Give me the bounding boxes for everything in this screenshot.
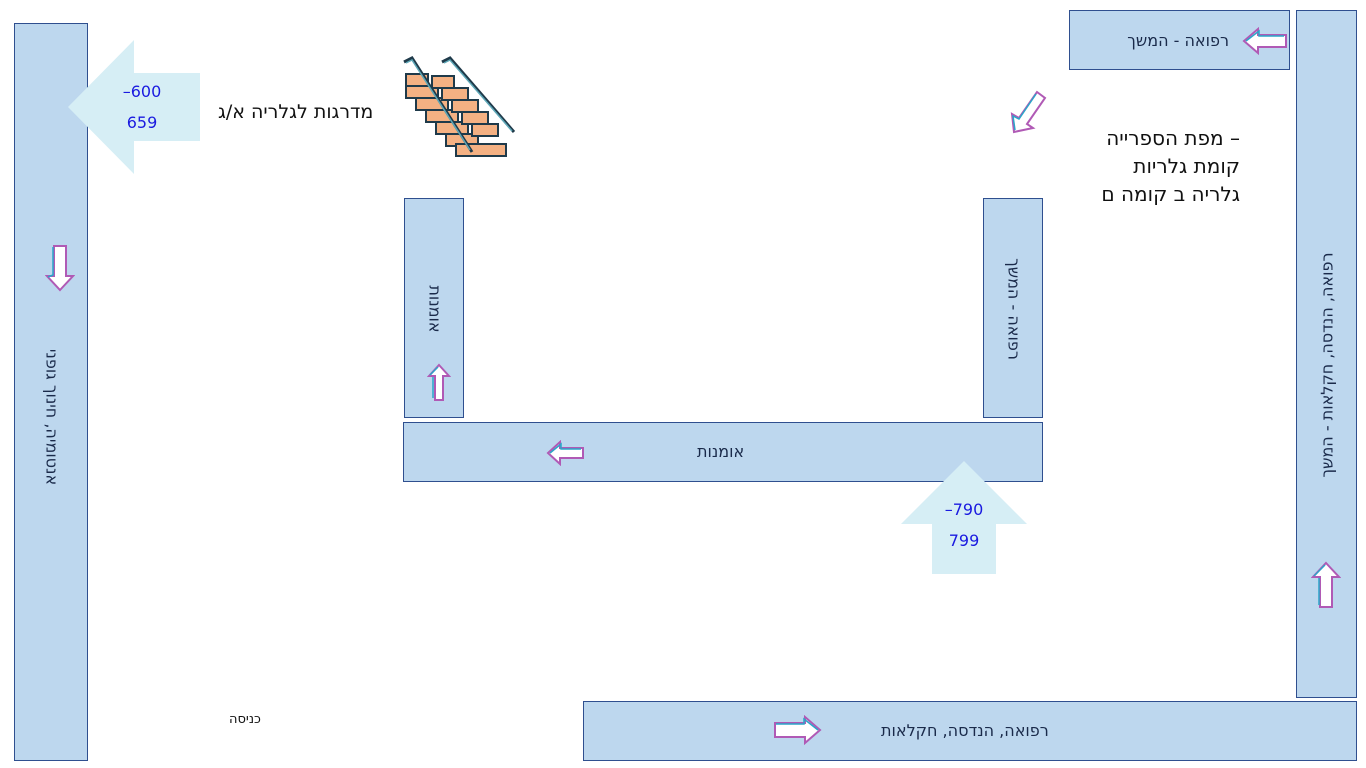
stairs-icon — [403, 56, 516, 157]
shelf-right-vertical-label: רפואה, הנדסה, חקלאות - המשך — [1317, 252, 1337, 478]
map-title: – מפת הספרייה קומת גלריות גלריה ב קומה ם — [1040, 124, 1240, 208]
range-arrow-left — [68, 40, 200, 174]
shelf-left-vertical-label: אנטומיה, חינוך גופני — [42, 348, 62, 486]
arrow-down-icon — [45, 245, 75, 292]
shelf-right-vertical: רפואה, הנדסה, חקלאות - המשך — [1296, 10, 1357, 698]
arrow-up-icon — [427, 363, 451, 401]
range-label-left: –600 659 — [122, 82, 162, 132]
shelf-top-right: רפואה - המשך — [1069, 10, 1290, 70]
shelf-inner-bottom-label: אומנות — [697, 442, 745, 461]
range-arrow-up — [901, 461, 1027, 574]
shelf-inner-right: רפואה - המשך — [983, 198, 1043, 418]
range-label-bottom: –790 799 — [944, 500, 984, 550]
shelf-inner-left: אומנות — [404, 198, 464, 418]
shelf-bottom: רפואה, הנדסה, חקלאות — [583, 701, 1357, 761]
arrow-left-icon — [546, 440, 584, 466]
shelf-top-right-label: רפואה - המשך — [1127, 31, 1229, 50]
map-title-line1: – מפת הספרייה — [1106, 126, 1240, 150]
shelf-left-vertical: אנטומיה, חינוך גופני — [14, 23, 88, 761]
arrow-right-icon — [774, 715, 822, 745]
shelf-inner-right-label: רפואה - המשך — [1004, 258, 1024, 360]
arrow-down-left-icon — [1010, 90, 1047, 134]
arrow-left-icon — [1242, 27, 1287, 55]
shelf-inner-left-label: אומנות — [425, 285, 445, 333]
shelf-bottom-label: רפואה, הנדסה, חקלאות — [881, 721, 1049, 740]
map-title-line2: קומת גלריות — [1133, 154, 1240, 178]
shelf-inner-bottom: אומנות — [403, 422, 1043, 482]
stairs-label: מדרגות לגלריה א/ג — [218, 101, 374, 123]
arrow-up-icon — [1311, 561, 1341, 608]
map-title-line3: גלריה ב קומה ם — [1101, 182, 1240, 206]
entrance-label: כניסה — [229, 712, 261, 727]
